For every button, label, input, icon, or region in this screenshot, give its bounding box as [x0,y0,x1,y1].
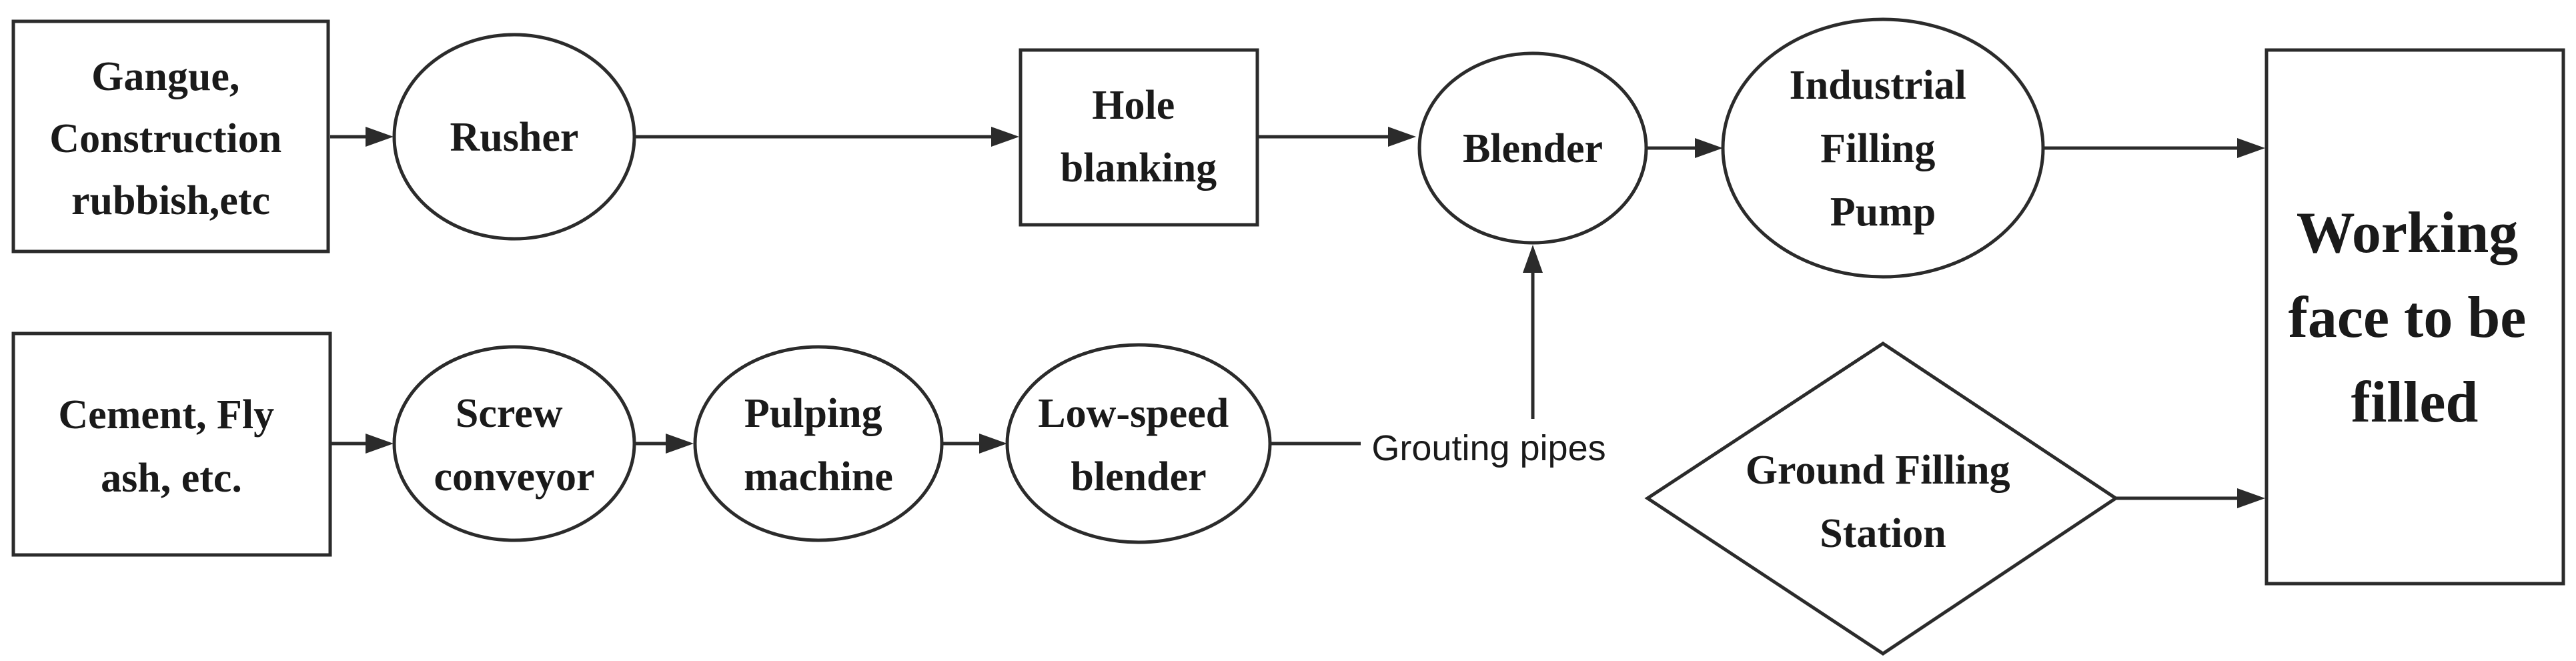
node-pulping-machine: Pulping machine [693,345,944,542]
node-blender-label: Blender [1463,126,1603,171]
arrowhead-pump-to-working-face [2237,138,2265,158]
arrowhead-cement-to-screw [366,434,394,454]
node-hole-blanking: Hole blanking [1019,48,1259,227]
edge-label-grouting-pipes: Grouting pipes [1371,428,1605,468]
node-low-speed-blender-label: Low-speed blender [1038,391,1239,500]
node-gangue: Gangue, Construction rubbish,etc [11,19,330,253]
node-industrial-pump-label: Industrial Filling Pump [1790,63,1977,235]
node-screw-conveyor: Screw conveyor [392,345,636,542]
node-pulping-machine-label: Pulping machine [744,391,893,500]
node-cement-label: Cement, Fly ash, etc. [58,392,284,501]
node-rusher: Rusher [392,33,636,241]
node-ground-station-label: Ground Filling Station [1746,448,2020,556]
node-blender: Blender [1417,51,1648,245]
arrowhead-blender-to-pump [1695,138,1723,158]
arrowhead-gangue-to-rusher [366,127,394,147]
edges [330,127,2265,508]
node-industrial-pump: Industrial Filling Pump [1721,17,2045,279]
arrowhead-pulping-to-low-speed [979,434,1007,454]
arrowhead-hole-blanking-to-blender [1388,127,1416,147]
node-working-face-label: Working face to be filled [2289,201,2541,435]
node-hole-blanking-label: Hole blanking [1061,83,1217,191]
node-ground-station: Ground Filling Station [1644,342,2119,656]
node-low-speed-blender: Low-speed blender [1005,343,1272,544]
node-cement: Cement, Fly ash, etc. [11,332,332,557]
arrowhead-screw-to-pulping [666,434,694,454]
arrowhead-station-to-working-face [2237,488,2265,508]
node-gangue-label: Gangue, Construction rubbish,etc [49,54,291,223]
node-screw-conveyor-label: Screw conveyor [434,391,594,500]
node-working-face: Working face to be filled [2265,48,2565,586]
arrowhead-grouting-to-blender [1523,245,1543,273]
node-rusher-label: Rusher [450,115,579,160]
arrowhead-rusher-to-hole-blanking [991,127,1019,147]
nodes: Gangue, Construction rubbish,etc Rusher … [11,17,2565,656]
